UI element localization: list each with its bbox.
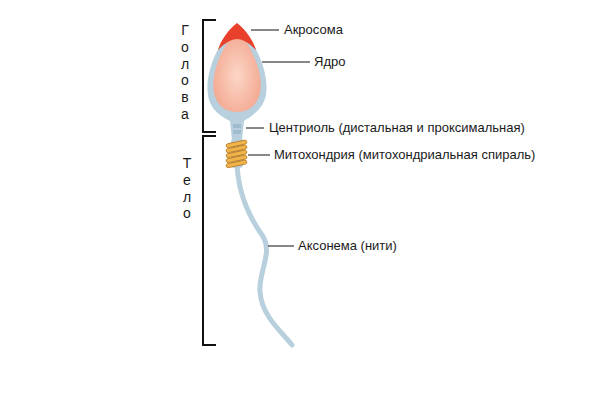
head-section-label: Голова	[178, 22, 192, 123]
nucleus	[213, 31, 260, 112]
acrosome	[218, 23, 256, 50]
centriole	[233, 130, 241, 134]
body-bracket	[203, 136, 216, 345]
leader-line	[251, 30, 279, 31]
part-label: Ядро	[314, 54, 345, 69]
centriole	[233, 124, 241, 128]
leader-line	[262, 62, 310, 63]
part-label: Аксонема (нити)	[298, 238, 397, 253]
part-label: Митохондрия (митохондриальная спираль)	[274, 147, 535, 162]
part-label: Центриоль (дистальная и проксимальная)	[269, 120, 525, 135]
tail	[237, 160, 292, 345]
part-label: Акросома	[284, 22, 343, 37]
body-section-label: Тело	[180, 155, 194, 222]
leader-line	[246, 128, 264, 129]
leader-line	[248, 155, 270, 156]
leader-line	[268, 246, 294, 247]
mitochondrion-coil	[226, 160, 247, 168]
head-membrane	[207, 24, 266, 140]
mitochondrial-spiral	[226, 140, 247, 168]
